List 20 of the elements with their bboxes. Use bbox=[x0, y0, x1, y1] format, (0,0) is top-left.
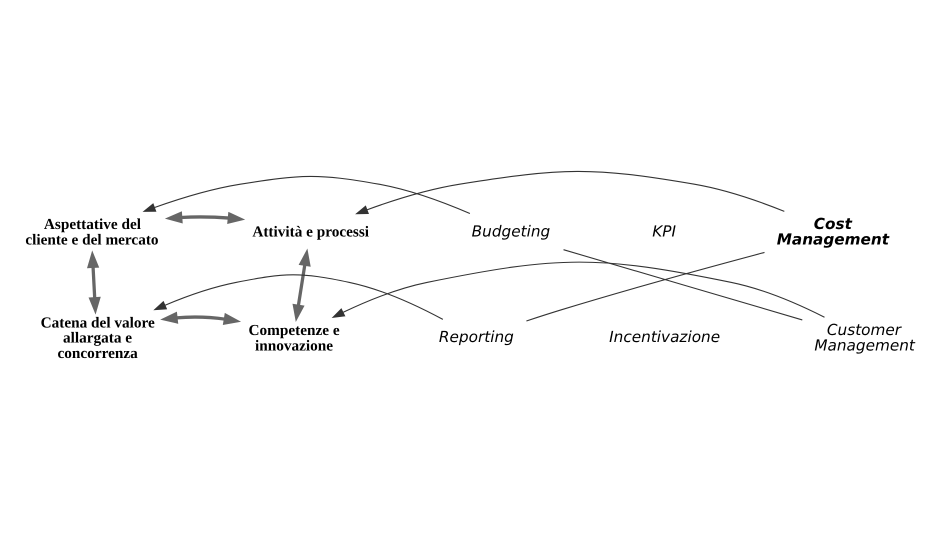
node-text: Cost Management bbox=[776, 215, 890, 248]
arrow bbox=[160, 312, 242, 325]
node-text: KPI bbox=[652, 222, 676, 240]
connector bbox=[526, 252, 765, 322]
node-text: Reporting bbox=[438, 328, 514, 346]
arrow bbox=[332, 262, 825, 318]
arrow bbox=[355, 170, 785, 214]
arrow bbox=[164, 211, 246, 224]
connector bbox=[563, 249, 802, 320]
node-text: Catena del valore allargata e concorrenza bbox=[40, 314, 155, 362]
node-text: Incentivazione bbox=[609, 328, 720, 346]
arrow bbox=[142, 176, 470, 214]
node-text: Competenze e innovazione bbox=[248, 322, 340, 354]
arrow bbox=[292, 248, 311, 322]
node-text: Budgeting bbox=[472, 222, 550, 240]
arrow bbox=[87, 250, 101, 315]
node-text: Attività e processi bbox=[252, 223, 370, 240]
arrow bbox=[153, 274, 444, 320]
node-text: Customer Management bbox=[814, 321, 915, 354]
node-text: Aspettative del cliente e del mercato bbox=[25, 216, 159, 248]
